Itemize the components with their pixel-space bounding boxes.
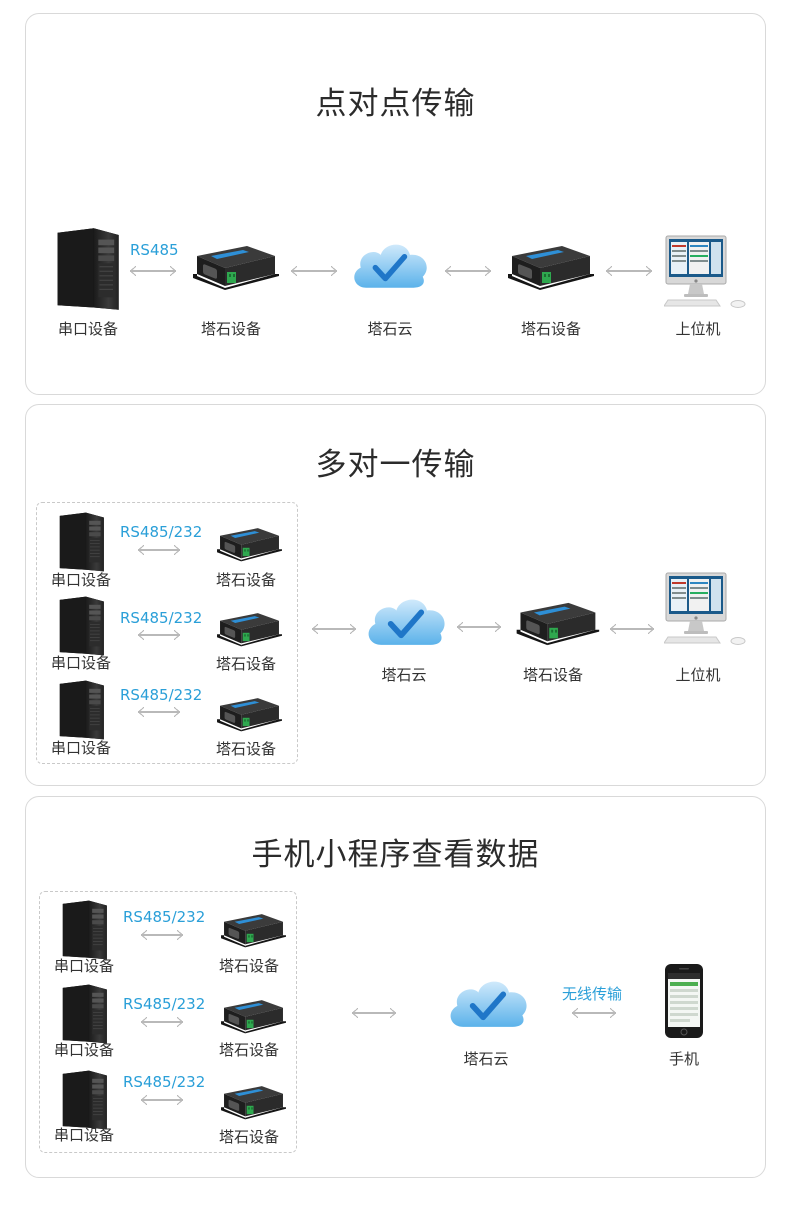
desktop-computer-icon: [664, 571, 754, 647]
bidirectional-arrow: [445, 266, 491, 276]
bidirectional-arrow: [606, 266, 652, 276]
desktop-computer-icon: [664, 234, 754, 310]
cloud-check-icon: [444, 973, 530, 1031]
wireless-label: 无线传输: [562, 985, 623, 1003]
tas-gateway-icon: [214, 610, 282, 648]
server-tower-icon: [56, 595, 106, 657]
device-group: [39, 891, 297, 1153]
tas-gateway-icon: [214, 525, 282, 563]
panel-point-to-point: 点对点传输 串口设备 RS485 塔石设备 塔石云 塔石设备 上位机: [25, 13, 766, 395]
tas-gateway-icon: [218, 911, 286, 949]
cloud-check-icon: [348, 236, 430, 292]
bidirectional-arrow: [572, 1008, 616, 1018]
serial-device-label: 串口设备: [50, 739, 111, 757]
tas-gateway-icon: [189, 242, 279, 292]
cloud-label: 塔石云: [381, 666, 427, 684]
section-title: 点对点传输: [315, 86, 476, 122]
phone-label: 手机: [668, 1050, 699, 1068]
server-tower-icon: [59, 899, 109, 961]
tas-gateway-icon: [218, 997, 286, 1035]
protocol-label: RS485/232: [120, 609, 203, 627]
host-label: 上位机: [675, 320, 721, 338]
server-tower-icon: [59, 1069, 109, 1131]
bidirectional-arrow: [141, 930, 183, 940]
tas-device-label: 塔石设备: [215, 571, 276, 589]
bidirectional-arrow: [141, 1017, 183, 1027]
serial-device-label: 串口设备: [50, 654, 111, 672]
server-tower-icon: [53, 226, 121, 312]
bidirectional-arrow: [138, 630, 180, 640]
section-title: 多对一传输: [315, 447, 476, 483]
serial-device-label: 串口设备: [53, 1041, 114, 1059]
panel-many-to-one: 多对一传输 串口设备 RS485/232 塔石设备 串口设备 RS485/232…: [25, 404, 766, 786]
tas-gateway-icon: [218, 1083, 286, 1121]
bidirectional-arrow: [138, 545, 180, 555]
protocol-label: RS485/232: [123, 995, 206, 1013]
tas-device-label: 塔石设备: [218, 957, 279, 975]
bidirectional-arrow: [138, 707, 180, 717]
bidirectional-arrow: [352, 1008, 396, 1018]
tas-device-label: 塔石设备: [218, 1041, 279, 1059]
bidirectional-arrow: [291, 266, 337, 276]
tas-device-label: 塔石设备: [520, 320, 581, 338]
tas-device-label: 塔石设备: [218, 1128, 279, 1146]
serial-device-label: 串口设备: [53, 957, 114, 975]
smartphone-icon: [664, 963, 704, 1039]
bidirectional-arrow: [610, 624, 654, 634]
bidirectional-arrow: [141, 1095, 183, 1105]
server-tower-icon: [56, 511, 106, 573]
device-group: [36, 502, 298, 764]
protocol-label: RS485/232: [120, 686, 203, 704]
tas-device-label: 塔石设备: [522, 666, 583, 684]
bidirectional-arrow: [457, 622, 501, 632]
protocol-label: RS485: [130, 241, 179, 259]
host-label: 上位机: [675, 666, 721, 684]
protocol-label: RS485/232: [123, 1073, 206, 1091]
serial-device-label: 串口设备: [57, 320, 118, 338]
panel-mobile-mini-program: 手机小程序查看数据 串口设备 RS485/232 塔石设备 串口设备 RS485…: [25, 796, 766, 1178]
tas-gateway-icon: [214, 695, 282, 733]
cloud-check-icon: [362, 591, 448, 649]
cloud-label: 塔石云: [367, 320, 413, 338]
tas-device-label: 塔石设备: [215, 655, 276, 673]
tas-gateway-icon: [504, 242, 594, 292]
serial-device-label: 串口设备: [53, 1126, 114, 1144]
protocol-label: RS485/232: [123, 908, 206, 926]
cloud-label: 塔石云: [463, 1050, 509, 1068]
protocol-label: RS485/232: [120, 523, 203, 541]
bidirectional-arrow: [130, 266, 176, 276]
section-title: 手机小程序查看数据: [251, 837, 540, 873]
bidirectional-arrow: [312, 624, 356, 634]
tas-gateway-icon: [512, 599, 600, 647]
server-tower-icon: [56, 679, 106, 741]
tas-device-label: 塔石设备: [200, 320, 261, 338]
serial-device-label: 串口设备: [50, 571, 111, 589]
server-tower-icon: [59, 983, 109, 1045]
tas-device-label: 塔石设备: [215, 740, 276, 758]
